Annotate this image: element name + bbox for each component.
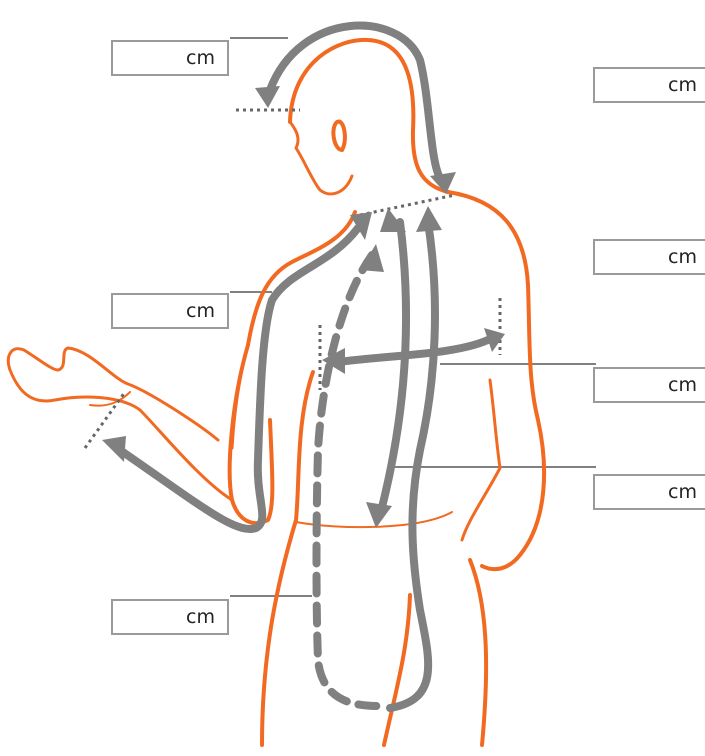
back-width-arrow [338,338,492,362]
arm-length-input-box[interactable]: cm [111,293,229,329]
hand-outline [8,348,232,500]
back-width-input-box[interactable]: cm [593,367,705,403]
unit-label: cm [186,606,215,628]
head-arrow-tip [255,86,280,108]
unit-label: cm [668,481,697,503]
unit-label: cm [668,74,697,96]
arm-arrow-end-tip [102,436,126,462]
neck-to-seat-top-tip [416,206,442,232]
seat-outline [384,595,410,745]
top-right-input-box[interactable]: cm [593,67,705,103]
right-leg-outline [470,560,486,745]
neck-to-seat-arrow [390,222,435,708]
unit-label: cm [668,374,697,396]
back-length-bottom-tip [366,502,392,528]
head-over-value-field[interactable] [117,46,187,72]
ear-outline [333,122,345,150]
crotch-dashed-arrow [317,255,379,706]
crotch-input-box[interactable]: cm [111,599,229,635]
head-over-input-box[interactable]: cm [111,40,229,76]
unit-label: cm [186,47,215,69]
top-right-value-field[interactable] [599,73,669,99]
crotch-value-field[interactable] [117,605,187,631]
shoulder-input-box[interactable]: cm [593,239,705,275]
unit-label: cm [186,300,215,322]
arm-behind-outline [462,380,500,540]
upper-arm-outline [230,345,273,523]
shoulder-value-field[interactable] [599,245,669,271]
body-outline [8,40,544,745]
back-length-value-field[interactable] [599,480,669,506]
crotch-top-tip [360,244,384,272]
right-side-outline [448,192,544,569]
unit-label: cm [668,246,697,268]
back-width-value-field[interactable] [599,373,669,399]
arm-length-value-field[interactable] [117,299,187,325]
back-length-arrow [380,222,406,515]
back-length-input-box[interactable]: cm [593,474,705,510]
neck-reference-line [360,195,455,215]
